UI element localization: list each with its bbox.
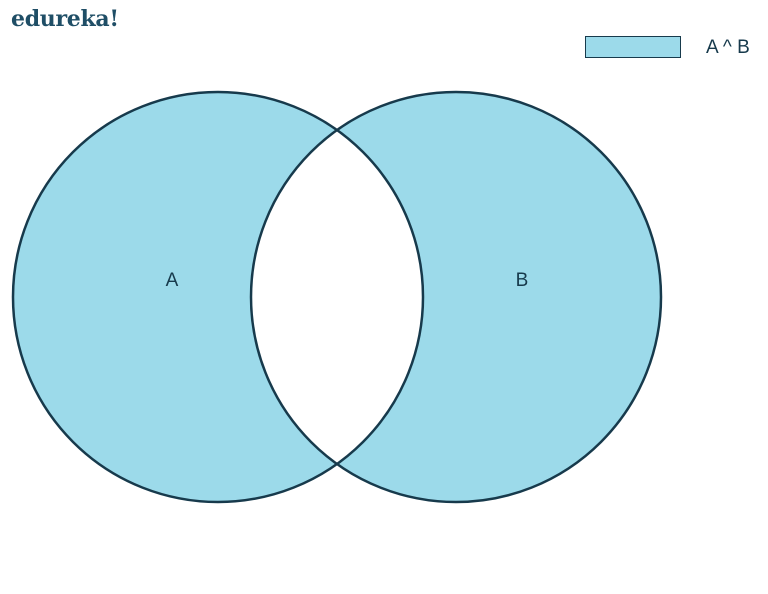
legend-label: A ^ B: [706, 37, 750, 58]
intersection-region: [251, 92, 423, 502]
set-a-outline: [11, 90, 425, 504]
set-a-label: A: [166, 270, 179, 291]
legend-swatch: [585, 36, 681, 58]
logo: edureka!: [11, 6, 119, 32]
set-b-outline: [249, 90, 663, 504]
set-b-label: B: [516, 270, 529, 291]
